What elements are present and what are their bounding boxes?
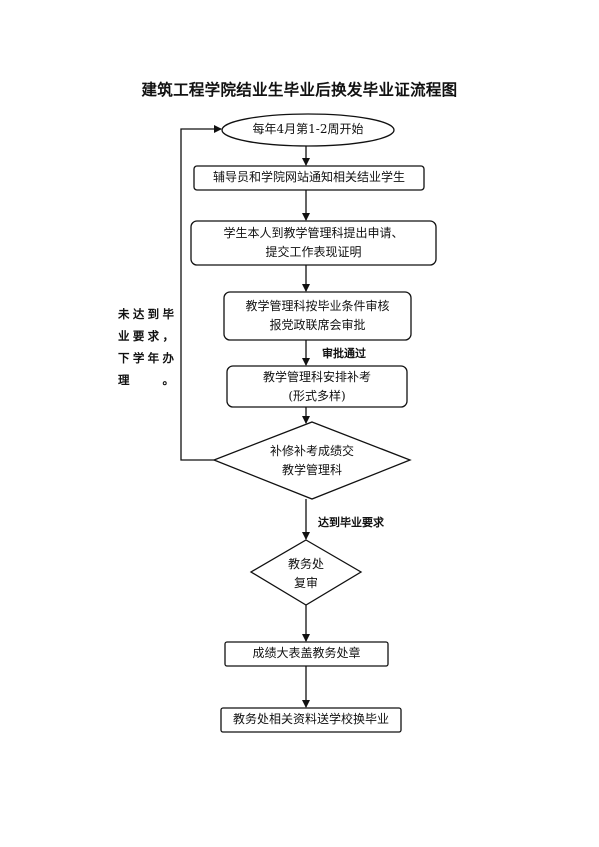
transfer-node-label: 教务处相关资料送学校换毕业 <box>232 712 389 726</box>
arrange-node-line1: 教学管理科安排补考 <box>262 370 371 384</box>
apply-node-line2: 提交工作表现证明 <box>265 245 362 259</box>
submit-node-shape <box>212 421 412 500</box>
arrange-node-shape <box>226 365 408 408</box>
arrange-node-label: 教学管理科安排补考 (形式多样) <box>227 368 407 406</box>
start-node-label: 每年4月第1-2周开始 <box>252 122 364 136</box>
review-node-line2: 报党政联席会审批 <box>269 318 366 332</box>
transfer-node-shape <box>220 707 402 733</box>
recheck-node-label: 教务处 复审 <box>261 555 351 593</box>
apply-node-label: 学生本人到教学管理科提出申请、 提交工作表现证明 <box>191 224 436 262</box>
page-title: 建筑工程学院结业生毕业后换发毕业证流程图 <box>141 81 458 99</box>
approved-edge-label: 审批通过 <box>322 347 366 360</box>
notify-node-label: 辅导员和学院网站通知相关结业学生 <box>212 170 405 184</box>
stamp-node-label: 成绩大表盖教务处章 <box>252 646 361 660</box>
side-note-retry: 未达到毕业要求，下学年办理。 <box>118 307 174 387</box>
edge-loop-back <box>180 125 222 461</box>
recheck-node-line2: 复审 <box>293 576 318 590</box>
submit-node-line2: 教学管理科 <box>281 463 342 477</box>
recheck-node-line1: 教务处 <box>287 557 324 571</box>
notify-node-shape <box>193 165 425 191</box>
meets-requirements-edge-label: 达到毕业要求 <box>318 516 384 529</box>
start-node-shape <box>221 113 395 147</box>
submit-node-label: 补修补考成绩交 教学管理科 <box>234 442 390 480</box>
arrange-node-line2: (形式多样) <box>288 389 346 403</box>
review-node-label: 教学管理科按毕业条件审核 报党政联席会审批 <box>224 297 411 335</box>
apply-node-shape <box>190 220 437 266</box>
review-node-line1: 教学管理科按毕业条件审核 <box>245 299 390 313</box>
review-node-shape <box>223 291 412 341</box>
apply-node-line1: 学生本人到教学管理科提出申请、 <box>223 226 404 240</box>
submit-node-line1: 补修补考成绩交 <box>269 444 354 458</box>
